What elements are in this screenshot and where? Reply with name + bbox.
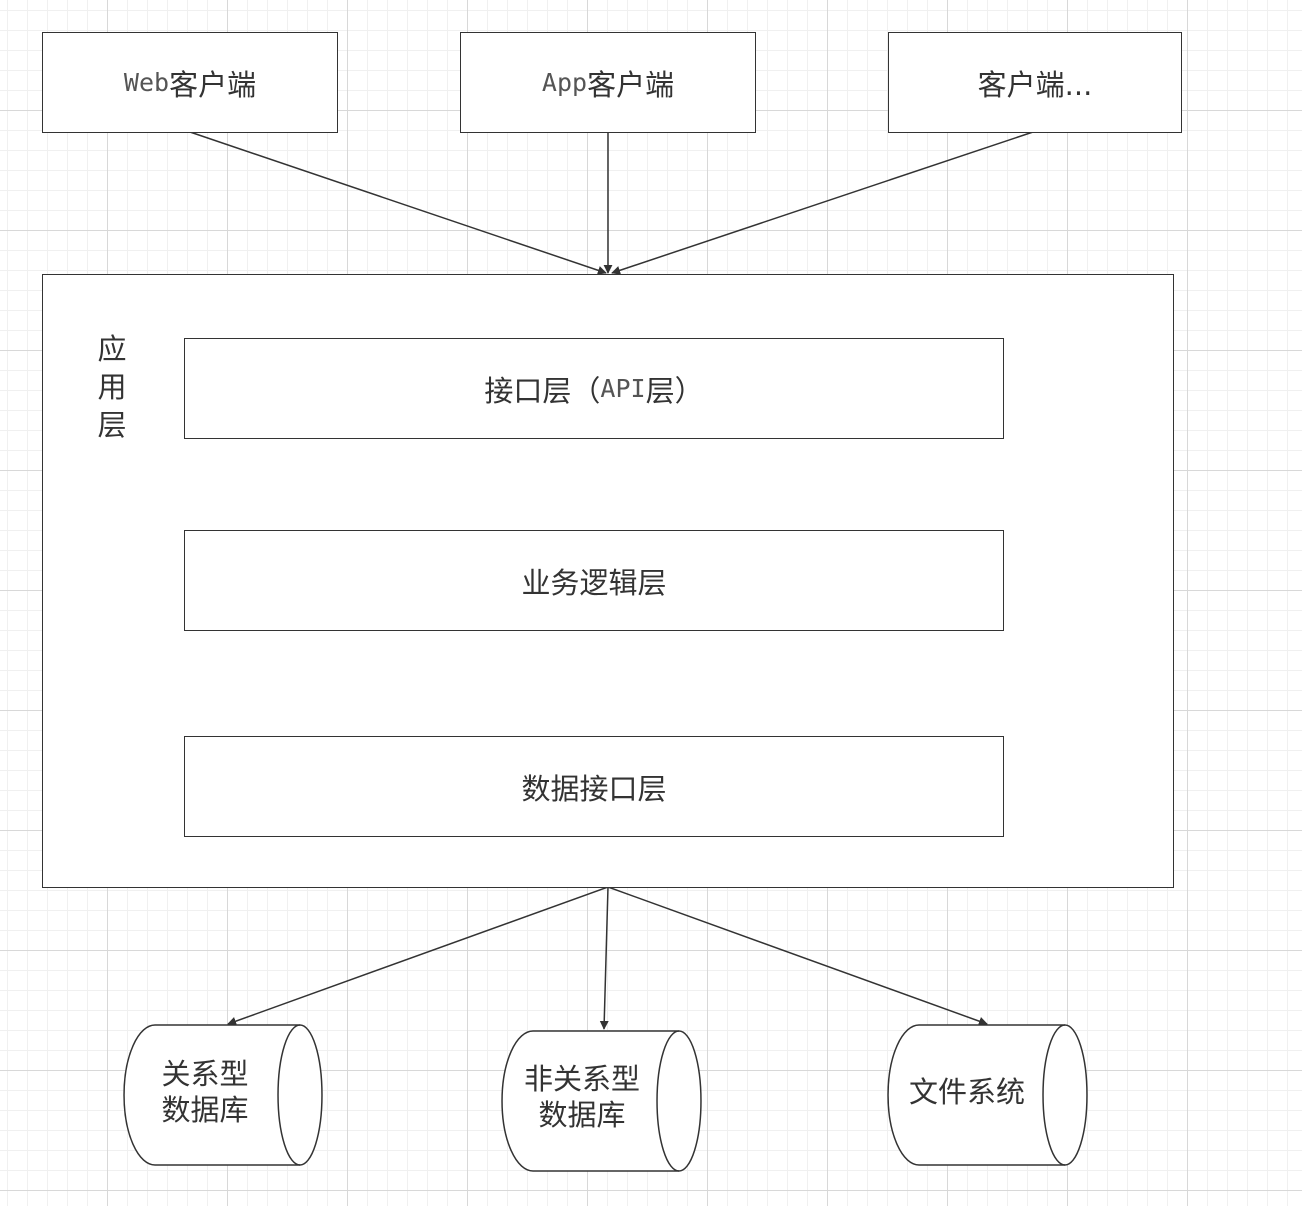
arrow-app-to-file-system bbox=[607, 886, 988, 1026]
api-layer-text-before: 接口层（ bbox=[484, 373, 601, 408]
data-interface-layer-label: 数据接口层 bbox=[521, 771, 667, 806]
nosql-db-line2: 数据库 bbox=[538, 1098, 626, 1132]
relational-db-label: 关系型 数据库 bbox=[135, 1056, 275, 1128]
web-client-prefix: Web bbox=[123, 68, 170, 97]
file-system-line1: 文件系统 bbox=[908, 1075, 1025, 1109]
other-client-suffix: 客户端... bbox=[977, 67, 1093, 102]
file-system-shape bbox=[887, 1024, 1088, 1166]
api-layer-text-after: 层） bbox=[645, 373, 704, 408]
data-interface-layer-box[interactable]: 数据接口层 bbox=[184, 736, 1004, 837]
arrow-app-to-nosql-db bbox=[599, 886, 609, 1030]
business-logic-layer-label: 业务逻辑层 bbox=[521, 565, 667, 600]
app-client-suffix: 客户端 bbox=[587, 67, 675, 102]
web-client-suffix: 客户端 bbox=[169, 67, 257, 102]
application-layer-label-char: 层 bbox=[97, 408, 127, 442]
nosql-db-label: 非关系型 数据库 bbox=[512, 1061, 652, 1133]
relational-db-shape bbox=[123, 1024, 323, 1166]
application-layer-label-char: 应 bbox=[97, 332, 127, 366]
nosql-db-shape bbox=[501, 1030, 702, 1172]
business-logic-layer-box[interactable]: 业务逻辑层 bbox=[184, 530, 1004, 631]
nosql-db-line1: 非关系型 bbox=[523, 1062, 640, 1096]
application-layer-label-char: 用 bbox=[97, 370, 127, 404]
arrow-app-to-relational-db bbox=[227, 886, 609, 1026]
relational-db-line2: 数据库 bbox=[161, 1093, 249, 1127]
api-layer-text-mono: API bbox=[600, 374, 646, 403]
relational-db-line1: 关系型 bbox=[161, 1057, 249, 1091]
file-system-label: 文件系统 bbox=[897, 1074, 1037, 1110]
arrow-other-to-app bbox=[611, 131, 1034, 275]
application-layer-label: 应 用 层 bbox=[92, 330, 132, 444]
app-client-prefix: App bbox=[541, 68, 588, 97]
other-client-box[interactable]: 客户端... bbox=[888, 32, 1182, 133]
arrow-web-to-app bbox=[189, 131, 607, 275]
